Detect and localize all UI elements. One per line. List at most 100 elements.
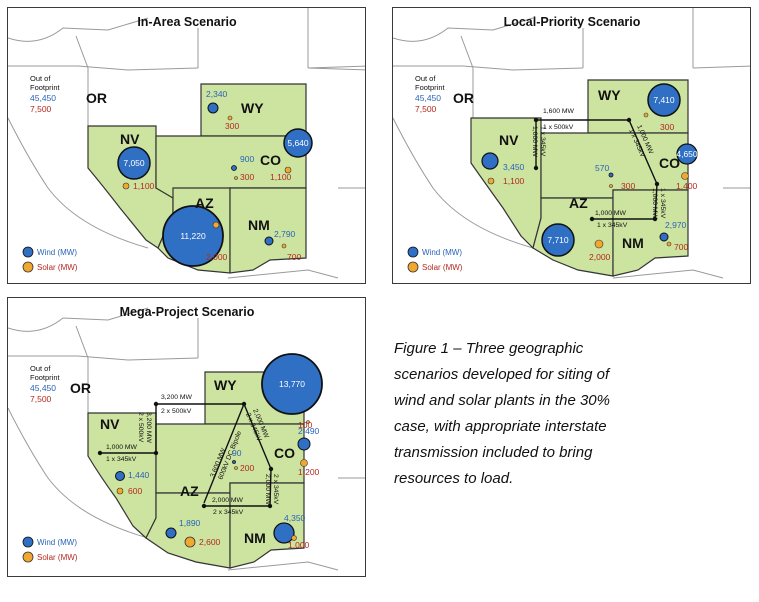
- nm-wind-circle: [659, 232, 669, 242]
- out-of-footprint-wind: 45,450: [30, 383, 56, 393]
- state-label-wy: WY: [598, 87, 621, 103]
- wy-solar-value: 300: [660, 122, 674, 132]
- out-of-footprint-solar: 7,500: [30, 394, 52, 404]
- transmission-label: 2 x 345kV: [213, 509, 244, 516]
- nv-wind-circle: [115, 471, 125, 481]
- out-of-footprint-label: Out of: [30, 74, 51, 83]
- wy-wind-value: 13,770: [279, 379, 305, 389]
- nm-wind-value: 2,790: [274, 229, 296, 239]
- transmission-label: 3,200 MW: [161, 394, 193, 401]
- transmission-label: 2,000 MW: [212, 497, 244, 504]
- nm-solar-value: 700: [287, 252, 301, 262]
- az-solar-circle: [184, 536, 196, 548]
- panel-title: Mega-Project Scenario: [120, 305, 255, 319]
- transmission-node: [241, 401, 247, 407]
- co-wind-value: 2,490: [298, 426, 320, 436]
- legend-solar-label: Solar (MW): [37, 263, 78, 272]
- co-wind-circle: [283, 128, 313, 158]
- footprint-regions: [87, 83, 307, 274]
- local-priority-map-panel: 1,600 MW 1 x 500kV 1,000 MW 1 x 345kV 1,…: [392, 7, 751, 284]
- transmission-lines: [535, 119, 658, 220]
- ut-wind-circle: [231, 165, 237, 171]
- legend-solar-swatch: [22, 551, 34, 563]
- mega-project-map: 3,200 MW 2 x 500kV 3,200 MW 2 x 500kV 1,…: [8, 305, 365, 571]
- out-of-footprint-label: Out of: [30, 364, 51, 373]
- state-label-co: CO: [260, 152, 281, 168]
- nm-solar-circle: [291, 535, 297, 541]
- wy-wind-circle: [207, 102, 219, 114]
- transmission-nodes: [97, 401, 274, 509]
- nv-solar-value: 600: [128, 486, 142, 496]
- state-label-nv: NV: [499, 132, 519, 148]
- transmission-nodes: [533, 117, 660, 222]
- state-label-co: CO: [659, 155, 680, 171]
- out-of-footprint-label: Footprint: [30, 373, 61, 382]
- transmission-node: [652, 216, 658, 222]
- figure-caption: Figure 1 – Three geographic scenarios de…: [394, 340, 610, 487]
- ut-wind-value: 900: [240, 154, 254, 164]
- transmission-node: [654, 181, 660, 187]
- transmission-node: [533, 165, 539, 171]
- az-solar-value: 2,000: [206, 252, 228, 262]
- co-wind-value: 4,650: [676, 149, 698, 159]
- transmission-node: [153, 450, 159, 456]
- nv-wind-value: 1,440: [128, 470, 150, 480]
- az-solar-circle: [212, 221, 220, 229]
- nv-solar-circle: [487, 177, 495, 185]
- transmission-line: [269, 468, 272, 507]
- az-wind-circle: [541, 223, 575, 257]
- co-wind-value: 5,640: [287, 138, 309, 148]
- state-label-nv: NV: [120, 131, 140, 147]
- state-border-lines: [8, 8, 365, 279]
- state-label-or: OR: [70, 380, 91, 396]
- nm-solar-circle: [666, 241, 672, 247]
- ut-wind-value: 90: [232, 448, 242, 458]
- nv-wind-value: 3,450: [503, 162, 525, 172]
- transmission-node: [268, 466, 274, 472]
- out-of-footprint-label: Out of: [415, 74, 436, 83]
- state-label-or: OR: [453, 90, 474, 106]
- nm-solar-circle: [281, 243, 287, 249]
- transmission-node: [97, 450, 103, 456]
- legend-solar-label: Solar (MW): [37, 553, 78, 562]
- az-wind-value: 11,220: [180, 231, 206, 241]
- transmission-line: [654, 183, 658, 220]
- nm-wind-value: 2,970: [665, 220, 687, 230]
- az-wind-value: 7,710: [547, 235, 569, 245]
- state-label-nm: NM: [248, 217, 270, 233]
- wy-wind-value: 2,340: [206, 89, 228, 99]
- transmission-line: [203, 403, 245, 504]
- out-of-footprint-wind: 45,450: [30, 93, 56, 103]
- az-solar-value: 2,600: [199, 537, 221, 547]
- state-label-az: AZ: [569, 195, 588, 211]
- wy-wind-value: 7,410: [653, 95, 675, 105]
- state-label-az: AZ: [180, 483, 199, 499]
- transmission-label: 2 x 345kV: [272, 474, 279, 505]
- legend-solar-swatch: [407, 261, 419, 273]
- co-solar-value: 1,200: [298, 467, 320, 477]
- nv-wind-circle: [481, 152, 499, 170]
- az-wind-value: 1,890: [179, 518, 201, 528]
- az-wind-circle: [165, 527, 177, 539]
- state-label-nv: NV: [100, 416, 120, 432]
- ut-wind-circle: [608, 172, 614, 178]
- out-of-footprint-label: Footprint: [415, 83, 446, 92]
- out-of-footprint-solar: 7,500: [30, 104, 52, 114]
- transmission-node: [267, 503, 273, 509]
- nm-solar-value: 700: [674, 242, 688, 252]
- panel-title: In-Area Scenario: [137, 15, 237, 29]
- resource-circles: [117, 102, 313, 267]
- nv-wind-value: 7,050: [123, 158, 145, 168]
- co-solar-value: 1,400: [676, 181, 698, 191]
- local-priority-map: 1,600 MW 1 x 500kV 1,000 MW 1 x 345kV 1,…: [393, 8, 750, 279]
- transmission-node: [533, 117, 539, 123]
- nv-solar-value: 1,100: [133, 181, 155, 191]
- resource-circles: [115, 353, 323, 548]
- wy-solar-value: 300: [225, 121, 239, 131]
- ut-wind-circle: [232, 460, 236, 464]
- nm-wind-circle: [273, 522, 295, 544]
- resource-circles: [481, 83, 698, 257]
- transmission-label: 1,000 MW: [595, 210, 627, 217]
- ut-solar-value: 200: [240, 463, 254, 473]
- transmission-label: 2 x 500kV: [137, 412, 144, 443]
